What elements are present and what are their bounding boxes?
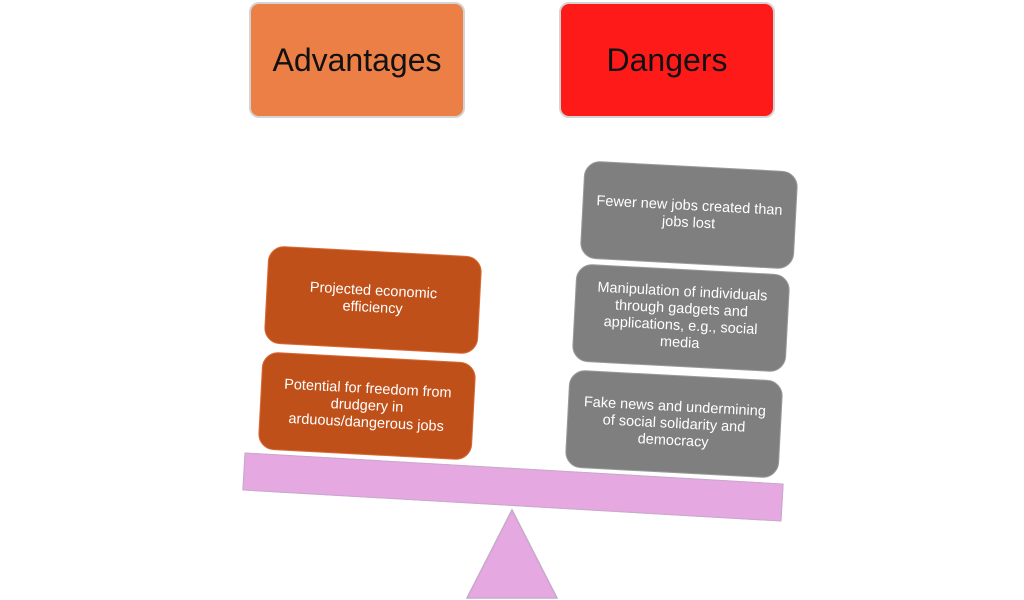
advantage-card-label: Potential for freedom from drudgery in a… <box>283 376 453 435</box>
danger-card-manipulation: Manipulation of individuals through gadg… <box>571 263 791 373</box>
advantage-card-efficiency: Projected economic efficiency <box>263 245 483 355</box>
advantages-header: Advantages <box>249 2 465 118</box>
danger-card-label: Manipulation of individuals through gadg… <box>597 279 768 352</box>
advantage-card-freedom: Potential for freedom from drudgery in a… <box>257 351 477 461</box>
danger-card-label: Fake news and undermining of social soli… <box>583 393 767 451</box>
danger-card-fake-news: Fake news and undermining of social soli… <box>564 369 784 479</box>
danger-card-jobs-lost: Fewer new jobs created than jobs lost <box>579 160 799 270</box>
dangers-header: Dangers <box>559 2 775 118</box>
danger-card-label: Fewer new jobs created than jobs lost <box>596 193 783 233</box>
advantages-header-label: Advantages <box>272 41 442 78</box>
scale-fulcrum-icon <box>465 508 559 599</box>
dangers-header-label: Dangers <box>606 41 728 78</box>
advantage-card-label: Projected economic efficiency <box>309 279 438 318</box>
